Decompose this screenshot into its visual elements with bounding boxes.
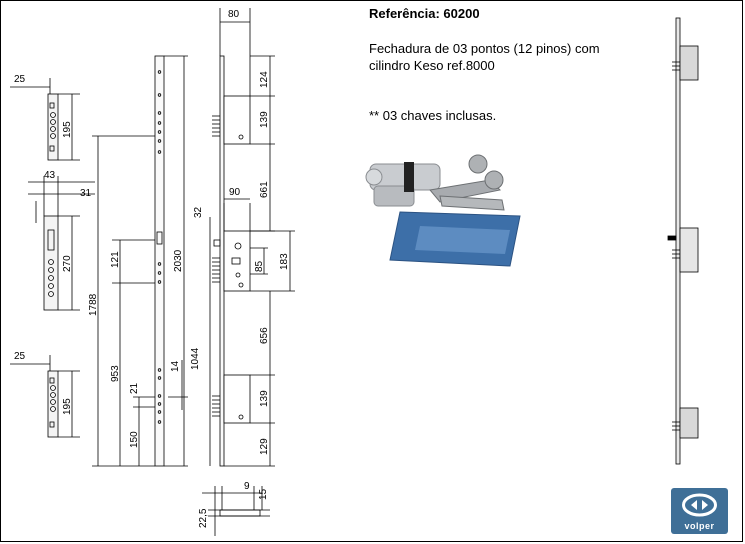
dim-21: 21	[129, 382, 140, 394]
dim-22-5: 22,5	[198, 508, 209, 528]
striker-center	[28, 176, 95, 311]
dim-195-bottom: 195	[62, 398, 73, 415]
volper-logo-icon: volper	[671, 488, 728, 534]
dim-14: 14	[170, 360, 181, 372]
dim-85: 85	[254, 260, 265, 272]
dim-139-bottom: 139	[259, 390, 270, 407]
section-detail	[202, 486, 270, 536]
logo-brand-text: volper	[684, 521, 715, 531]
reference-title: Referência: 60200	[369, 6, 480, 21]
dim-270: 270	[62, 255, 73, 272]
dim-953: 953	[110, 365, 121, 382]
dim-139-top: 139	[259, 111, 270, 128]
dim-661: 661	[259, 181, 270, 198]
dim-195-top: 195	[62, 121, 73, 138]
dim-1788: 1788	[88, 293, 99, 316]
striker-bottom	[10, 355, 80, 438]
dim-150: 150	[129, 431, 140, 448]
dim-2030: 2030	[173, 249, 184, 272]
product-description: Fechadura de 03 pontos (12 pinos) com ci…	[369, 41, 600, 73]
lock-product-illustration	[667, 17, 699, 465]
dim-15: 15	[258, 488, 269, 500]
front-plate	[154, 55, 165, 467]
dim-183: 183	[279, 253, 290, 270]
striker-top	[10, 78, 80, 161]
dim-9: 9	[244, 481, 250, 492]
dim-31: 31	[80, 188, 92, 199]
dim-43: 43	[44, 170, 56, 181]
dim-25-top: 25	[14, 74, 26, 85]
dim-1044: 1044	[190, 347, 201, 370]
lock-cylinder-keys-photo	[360, 150, 522, 268]
dim-90: 90	[229, 187, 241, 198]
dim-124: 124	[259, 71, 270, 88]
keys-included-note: ** 03 chaves inclusas.	[369, 108, 497, 123]
dim-80: 80	[228, 9, 240, 20]
dim-121: 121	[110, 251, 121, 268]
lock-side-view	[212, 55, 251, 467]
dim-129: 129	[259, 438, 270, 455]
dim-32: 32	[193, 206, 204, 218]
dim-656: 656	[259, 327, 270, 344]
dim-25-bottom: 25	[14, 351, 26, 362]
